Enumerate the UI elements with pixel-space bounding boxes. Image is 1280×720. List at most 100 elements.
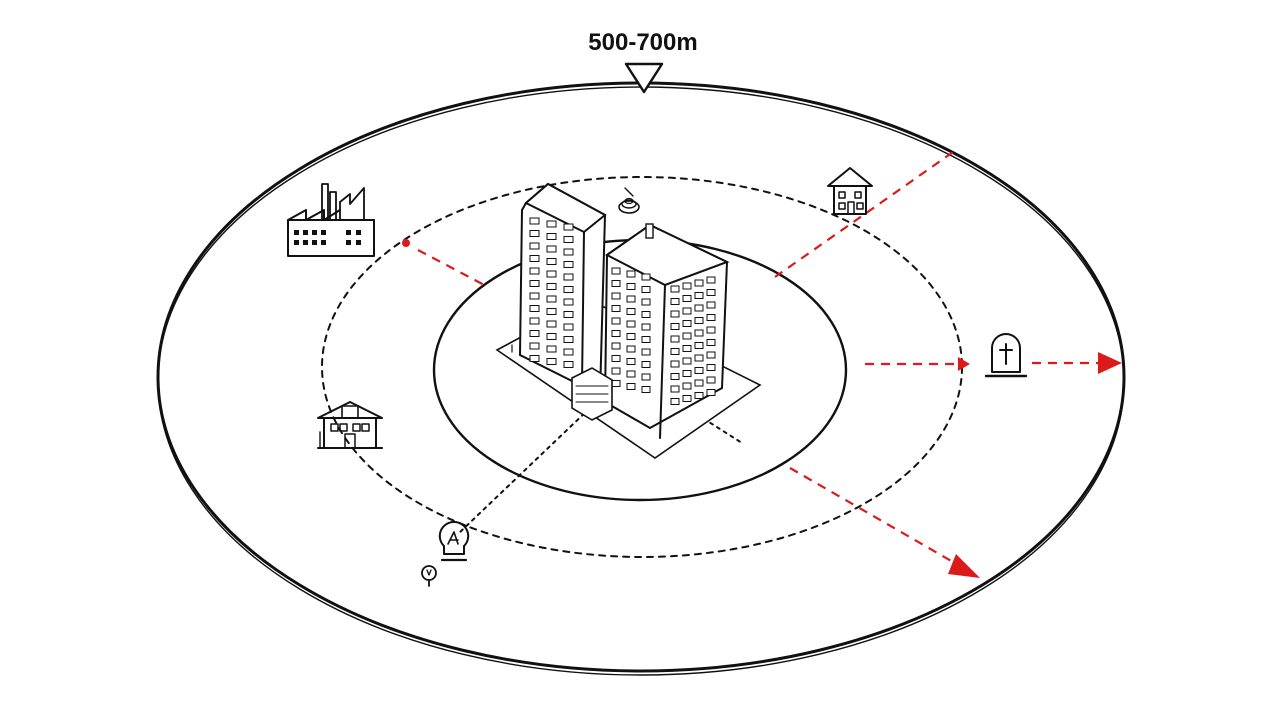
window [529,230,540,237]
rooftop-vent [645,223,654,239]
window [529,267,540,275]
window [706,389,716,396]
window [670,398,680,405]
window [529,242,540,250]
window [641,373,651,381]
window [611,330,621,337]
window [626,270,636,278]
window [563,248,574,256]
window [670,373,680,380]
window [694,317,704,324]
window [546,220,557,228]
radius-marker-triangle [624,62,664,94]
window [682,382,692,390]
window [546,345,557,353]
window [546,283,557,290]
window [626,295,636,303]
window [682,357,692,365]
window [670,285,680,293]
window [670,310,680,318]
window [682,345,692,352]
window [563,236,574,243]
window [694,292,704,299]
window [641,323,651,331]
window [670,385,680,393]
window [563,323,574,331]
lightbulb-icon [438,520,470,562]
gravestone-icon [984,333,1028,378]
window [682,370,692,377]
window [706,276,716,284]
window [706,364,716,371]
red-arrow-right-outer [1032,352,1122,374]
window [546,270,557,278]
window [706,376,716,384]
window [641,273,651,281]
window [563,311,574,318]
window [529,355,540,362]
window [611,355,621,362]
window [563,273,574,281]
window [529,342,540,350]
window [563,336,574,343]
window [611,280,621,287]
window [611,380,621,387]
window [529,330,540,337]
window [563,223,574,231]
window [641,311,651,318]
window [546,308,557,315]
window [611,367,621,375]
window [626,383,636,390]
window [529,255,540,262]
red-arrow-left [402,239,489,288]
window [682,282,692,290]
window [682,332,692,340]
pin-icon [421,565,437,587]
red-arrow-bottom-right [789,467,980,578]
window [563,286,574,293]
window [706,301,716,309]
building-entrance [571,367,613,421]
window [611,317,621,325]
window [611,267,621,275]
window [694,329,704,337]
window [694,367,704,374]
window [694,304,704,312]
red-arrow-right-inner [865,357,970,371]
window [546,320,557,328]
window [682,395,692,402]
window [694,342,704,349]
house-icon [827,167,873,215]
window [641,298,651,306]
window [682,307,692,315]
window [546,358,557,365]
window [611,342,621,350]
window [563,298,574,306]
central-building [495,182,762,459]
window [626,308,636,315]
window [529,292,540,300]
window [529,280,540,287]
school-icon [317,401,383,449]
window [546,333,557,340]
window [706,289,716,296]
window [706,351,716,359]
window [529,217,540,225]
red-arrow-top-right [774,149,957,278]
window [546,295,557,303]
window [546,245,557,253]
window [694,392,704,399]
window [682,295,692,302]
window [641,286,651,293]
window [682,320,692,327]
factory-icon [287,183,375,257]
left-tower-windows [529,217,574,368]
window [641,348,651,356]
window [626,320,636,328]
window [546,258,557,265]
right-tower-windows [611,267,716,405]
window [694,279,704,287]
window [641,386,651,393]
window [626,370,636,378]
window [529,305,540,312]
